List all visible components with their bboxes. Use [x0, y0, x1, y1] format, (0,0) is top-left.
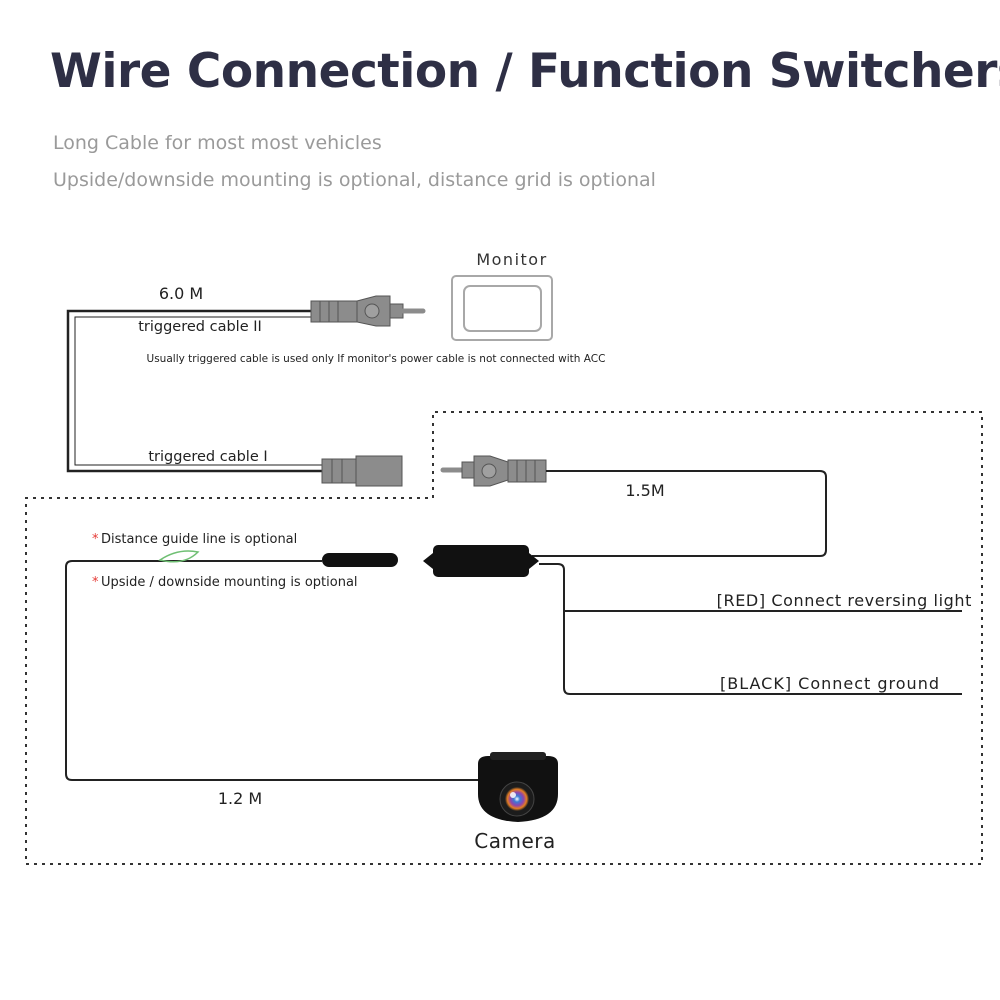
triggered-cable-1-label: triggered cable I [148, 449, 267, 465]
cable-6m-inner [74, 316, 322, 466]
page-title: Wire Connection / Function Switchers [50, 44, 1000, 99]
monitor-icon [451, 275, 553, 341]
distance-note-star: * [92, 532, 99, 547]
rca-socket-icon [321, 455, 403, 487]
camera-icon [478, 752, 558, 822]
cable-1-5m [532, 470, 827, 557]
distance-guide-connector [322, 553, 398, 567]
distance-note: Distance guide line is optional [101, 532, 297, 547]
cable-6m-length: 6.0 M [159, 284, 203, 303]
control-box-right-cap [529, 553, 539, 569]
subtitle-line-1: Long Cable for most most vehicles [53, 132, 382, 154]
cable-1-2m-length: 1.2 M [218, 789, 262, 808]
red-wire [539, 563, 962, 612]
camera-label: Camera [474, 829, 556, 853]
guide-loop-icon [158, 550, 200, 563]
trigger-note: Usually triggered cable is used only If … [147, 353, 606, 365]
monitor-label: Monitor [476, 250, 547, 269]
control-box-left-cap [423, 553, 433, 569]
red-wire-label: [RED] Connect reversing light [717, 591, 972, 610]
cable-1-5m-length: 1.5M [625, 481, 664, 500]
rca-plug-1-5m-icon [440, 455, 547, 487]
rca-plug-icon [310, 295, 426, 327]
mounting-note-star: * [92, 575, 99, 590]
cable-1-2m [65, 560, 480, 781]
mounting-note: Upside / downside mounting is optional [101, 575, 358, 590]
black-wire [563, 611, 962, 695]
subtitle-line-2: Upside/downside mounting is optional, di… [53, 169, 656, 191]
camera-kit-boundary [25, 411, 983, 865]
triggered-cable-2-label: triggered cable II [138, 319, 262, 335]
cable-6m [66, 309, 322, 473]
black-wire-label: [BLACK] Connect ground [720, 674, 940, 693]
control-box [433, 545, 529, 577]
